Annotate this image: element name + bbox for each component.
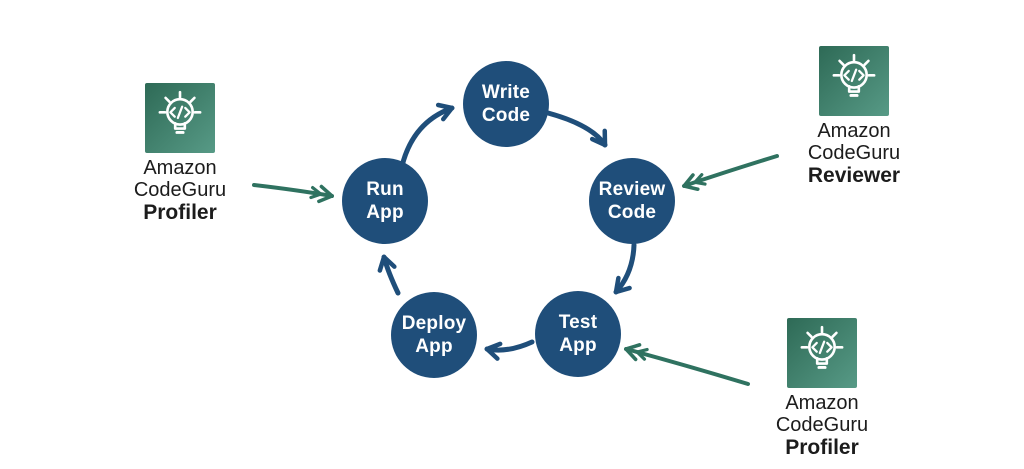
node-label-line: Code <box>607 202 657 223</box>
service-codeguru-profiler-left: Amazon CodeGuru Profiler <box>99 83 261 224</box>
node-label-line: Test <box>558 312 598 333</box>
node-label-line: Write <box>481 82 531 103</box>
service-name: Amazon CodeGuru <box>775 392 869 436</box>
node-label-line: Code <box>481 105 531 126</box>
cycle-node-write-code: Write Code <box>463 61 549 147</box>
lightbulb-code-icon <box>819 46 889 116</box>
arrow-deploy-app-to-run-app <box>377 254 401 296</box>
node-label-line: App <box>366 202 404 223</box>
arrow-profiler-left-to-run-app <box>252 183 334 204</box>
lightbulb-code-icon <box>145 83 215 153</box>
arrow-run-app-to-write-code <box>399 102 455 169</box>
cycle-node-deploy-app: Deploy App <box>391 292 477 378</box>
arrow-write-code-to-review-code <box>545 110 608 148</box>
arrow-test-app-to-deploy-app <box>484 339 535 361</box>
node-label-line: App <box>559 335 597 356</box>
service-name: Amazon CodeGuru <box>807 120 901 164</box>
node-label-line: App <box>415 336 453 357</box>
lightbulb-code-icon <box>787 318 857 388</box>
cycle-node-review-code: Review Code <box>589 158 675 244</box>
node-label-line: Review <box>598 179 666 200</box>
service-codeguru-profiler-bottom: Amazon CodeGuru Profiler <box>741 318 903 459</box>
service-label: Amazon CodeGuru Profiler <box>99 157 261 224</box>
cycle-node-test-app: Test App <box>535 291 621 377</box>
service-name: Amazon CodeGuru <box>133 157 227 201</box>
service-variant: Profiler <box>143 201 217 224</box>
service-variant: Profiler <box>785 436 859 459</box>
service-variant: Reviewer <box>807 164 901 187</box>
service-label: Amazon CodeGuru Profiler <box>741 392 903 459</box>
arrow-profiler-bottom-to-test-app <box>624 343 750 386</box>
service-label: Amazon CodeGuru Reviewer <box>773 120 935 187</box>
service-codeguru-reviewer: Amazon CodeGuru Reviewer <box>773 46 935 187</box>
arrow-review-code-to-test-app <box>613 242 637 295</box>
arrow-reviewer-to-review-code <box>682 154 779 192</box>
node-label-line: Run <box>366 179 404 200</box>
node-label-line: Deploy <box>401 313 467 334</box>
cycle-node-run-app: Run App <box>342 158 428 244</box>
